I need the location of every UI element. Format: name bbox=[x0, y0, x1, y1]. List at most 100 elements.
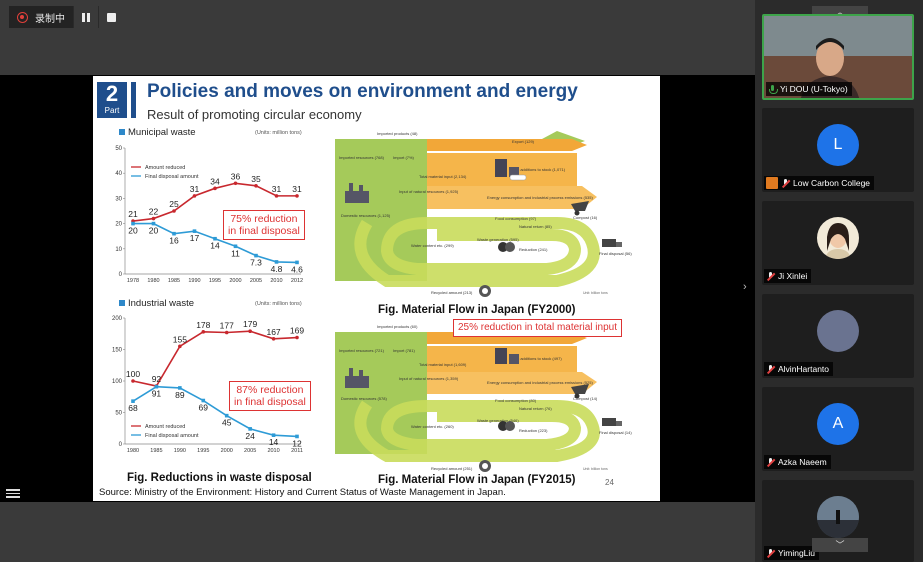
flow2000-recycled: Recycled amount (213) bbox=[431, 290, 473, 295]
flow2015-compost: Compost (14) bbox=[573, 396, 598, 401]
data-point bbox=[192, 194, 197, 198]
participant-name: Azka Naeem bbox=[778, 457, 827, 467]
x-tick-label: 2005 bbox=[250, 278, 262, 284]
flow2000-natural-return: Natural return (85) bbox=[519, 224, 552, 229]
avatar bbox=[817, 310, 859, 352]
energy-arrow-shape bbox=[427, 372, 597, 394]
flow2000-total-input: Total material input (2,134) bbox=[419, 174, 467, 179]
y-tick-label: 50 bbox=[115, 146, 122, 152]
slide-subtitle: Result of promoting circular economy bbox=[147, 107, 362, 122]
legend-label: Amount reduced bbox=[145, 165, 185, 171]
participant-tile-3[interactable]: AlvinHartanto bbox=[762, 294, 914, 378]
data-point bbox=[274, 260, 279, 264]
data-label: 45 bbox=[222, 418, 232, 428]
bulldozer-icon bbox=[602, 418, 622, 426]
source-citation: Source: Ministry of the Environment: His… bbox=[99, 487, 506, 498]
participant-tile-2[interactable]: Ji Xinlei bbox=[762, 201, 914, 285]
presentation-slide: 2 Part Policies and moves on environment… bbox=[93, 76, 660, 501]
data-label: 155 bbox=[173, 334, 187, 344]
y-tick-label: 20 bbox=[115, 222, 122, 228]
car-icon bbox=[509, 174, 527, 181]
participant-tile-4[interactable]: A Azka Naeem bbox=[762, 387, 914, 471]
flow2000-import: Import (7%) bbox=[393, 155, 415, 160]
data-point bbox=[295, 260, 299, 265]
x-tick-label: 2000 bbox=[229, 278, 241, 284]
data-label: 178 bbox=[196, 320, 210, 330]
data-point bbox=[151, 221, 156, 226]
flow2015-domestic: Domestic resources (578) bbox=[341, 396, 387, 401]
material-flow-2000-diagram: Imported products (48) Export (129) Impo… bbox=[335, 131, 632, 297]
y-tick-label: 0 bbox=[119, 442, 123, 448]
data-label: 31 bbox=[190, 184, 200, 194]
participant-name-tag: Azka Naeem bbox=[764, 455, 831, 469]
menu-icon[interactable] bbox=[6, 487, 20, 499]
series-line bbox=[132, 330, 298, 387]
recycle-loop-shape bbox=[354, 217, 600, 287]
data-point bbox=[233, 181, 238, 186]
data-label: 4.6 bbox=[291, 264, 303, 274]
profile-photo bbox=[825, 223, 851, 259]
data-point bbox=[178, 386, 182, 390]
industrial-callout-line1: 87% reduction bbox=[236, 384, 304, 396]
microphone-muted-icon bbox=[766, 364, 775, 374]
data-label: 24 bbox=[245, 431, 255, 441]
participant-tile-1[interactable]: L Low Carbon College bbox=[762, 108, 914, 192]
x-tick-label: 2010 bbox=[270, 278, 282, 284]
data-label: 69 bbox=[199, 403, 209, 413]
data-point bbox=[254, 184, 258, 188]
data-point bbox=[131, 399, 135, 403]
x-tick-label: 1980 bbox=[147, 278, 159, 284]
title-accent-bar bbox=[131, 82, 136, 118]
record-icon bbox=[17, 11, 28, 23]
industrial-callout-line2: in final disposal bbox=[234, 396, 306, 408]
bulldozer-icon bbox=[602, 239, 622, 247]
data-point bbox=[201, 330, 206, 334]
industrial-reduction-callout: 87% reduction in final disposal bbox=[229, 381, 311, 411]
municipal-reduction-callout: 75% reduction in final disposal bbox=[223, 210, 305, 240]
flow2015-import: Import (781) bbox=[393, 348, 415, 353]
profile-photo bbox=[817, 496, 859, 538]
industrial-unit: (Units: million tons) bbox=[255, 301, 302, 307]
flow2000-waste: Waste generation (595) bbox=[477, 237, 519, 242]
municipal-callout-line2: in final disposal bbox=[228, 225, 300, 237]
y-tick-label: 50 bbox=[115, 411, 122, 417]
flow2000-energy: Energy consumption and industrial proces… bbox=[487, 195, 593, 200]
microphone-muted-icon bbox=[766, 548, 775, 558]
x-tick-label: 1990 bbox=[174, 448, 186, 454]
x-tick-label: 1985 bbox=[168, 278, 180, 284]
data-point bbox=[224, 413, 229, 418]
participant-tile-0[interactable]: Yi DOU (U-Tokyo) bbox=[762, 14, 914, 100]
flow2015-final: Final disposal (14) bbox=[599, 430, 632, 435]
pause-icon bbox=[82, 12, 90, 22]
flow2015-energy: Energy consumption and industrial proces… bbox=[487, 380, 593, 385]
data-point bbox=[224, 330, 229, 335]
pause-recording-button[interactable] bbox=[74, 6, 98, 28]
flow2000-stock: Net additions to stock (1,071) bbox=[513, 167, 566, 172]
industrial-header-text: Industrial waste bbox=[128, 298, 195, 309]
participant-name-tag: AlvinHartanto bbox=[764, 362, 834, 376]
x-tick-label: 2012 bbox=[291, 278, 303, 284]
y-tick-label: 0 bbox=[119, 272, 123, 278]
flow2015-unit: Unit: billion tons bbox=[583, 467, 608, 471]
data-point bbox=[172, 209, 176, 213]
tires-icon bbox=[498, 421, 515, 431]
scroll-down-button[interactable]: ﹀ bbox=[812, 538, 868, 552]
data-label: 92 bbox=[152, 374, 162, 384]
input-arrow-shape bbox=[335, 131, 585, 281]
data-point bbox=[274, 194, 279, 198]
flow2000-domestic: Domestic resources (1,125) bbox=[341, 213, 391, 218]
data-label: 11 bbox=[231, 248, 240, 258]
chevron-right-icon[interactable]: › bbox=[743, 281, 747, 293]
data-point bbox=[172, 231, 176, 236]
data-point bbox=[295, 335, 299, 340]
data-point bbox=[248, 329, 252, 334]
participant-tile-5[interactable]: YimingLiu bbox=[762, 480, 914, 562]
stop-recording-button[interactable] bbox=[99, 6, 123, 28]
avatar: L bbox=[817, 124, 859, 166]
participant-name: YimingLiu bbox=[778, 548, 816, 558]
data-point bbox=[254, 253, 258, 258]
data-point bbox=[131, 379, 135, 383]
data-point bbox=[295, 434, 299, 439]
export-arrow-shape bbox=[427, 139, 587, 151]
legend-label: Amount reduced bbox=[145, 424, 185, 430]
